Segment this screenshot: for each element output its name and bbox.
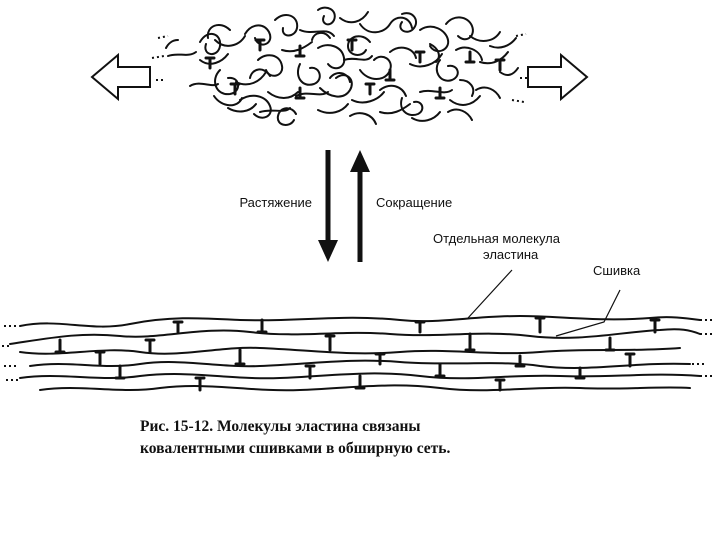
up-arrow-icon [350,150,370,262]
relaxed-chain-ends [151,33,530,103]
right-hollow-arrow-icon [527,52,589,102]
stretched-crosslinks [54,316,661,392]
caption-line1: Рис. 15-12. Молекулы эластина связаны [140,418,421,435]
stretched-elastin-fibers [9,314,701,392]
molecule-leader-line [467,269,513,319]
left-hollow-arrow-icon [90,52,151,102]
molecule-label-line1: Отдельная молекула [433,231,561,246]
stretch-label: Растяжение [239,195,312,210]
crosslink-leader-line [555,289,621,337]
relaxed-crosslinks [204,38,506,100]
molecule-label-line2: эластина [483,247,539,262]
relaxed-elastin-cluster [165,6,519,126]
crosslink-label: Сшивка [593,263,641,278]
stretched-chain-ends [2,319,712,381]
down-arrow-icon [318,150,338,262]
figure-caption: Рис. 15-12. Молекулы эластина связаны ко… [140,416,600,460]
contract-label: Сокращение [376,195,452,210]
caption-line2: ковалентными сшивками в обширную сеть. [140,440,451,457]
